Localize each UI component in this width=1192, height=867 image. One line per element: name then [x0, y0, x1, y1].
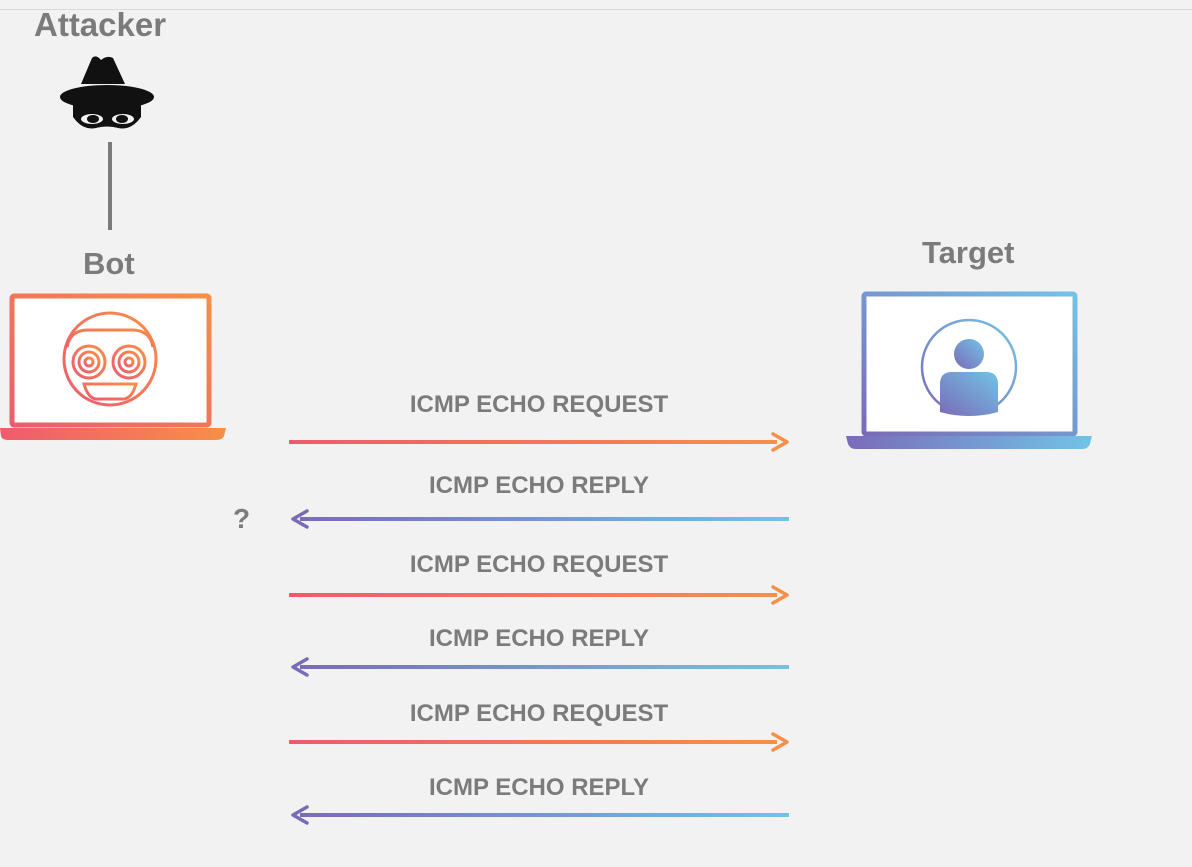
unknown-source-mark: ?: [233, 503, 251, 534]
arrow-request-2: [289, 585, 789, 605]
bot-label: Bot: [83, 246, 135, 281]
bot-laptop: [0, 293, 226, 440]
target-label: Target: [922, 235, 1015, 270]
top-divider: [0, 9, 1192, 10]
attacker-label: Attacker: [34, 6, 167, 43]
arrow-reply-1: [291, 509, 789, 529]
arrow-request-3: [289, 732, 789, 752]
arrow-request-1: [289, 432, 789, 452]
message-label: ICMP ECHO REPLY: [428, 472, 650, 499]
message-label: ICMP ECHO REPLY: [428, 774, 650, 801]
arrow-reply-2: [291, 657, 789, 677]
message-label: ICMP ECHO REPLY: [428, 625, 650, 652]
message-label: ICMP ECHO REQUEST: [409, 700, 669, 727]
message-label: ICMP ECHO REQUEST: [409, 551, 669, 578]
message-label: ICMP ECHO REQUEST: [409, 391, 669, 418]
robot-icon: [62, 311, 158, 407]
spy-icon: [60, 56, 154, 129]
user-icon: [920, 318, 1018, 416]
target-laptop: [846, 291, 1092, 449]
attacker-bot-connector: [108, 142, 112, 230]
arrow-reply-3: [291, 805, 789, 825]
